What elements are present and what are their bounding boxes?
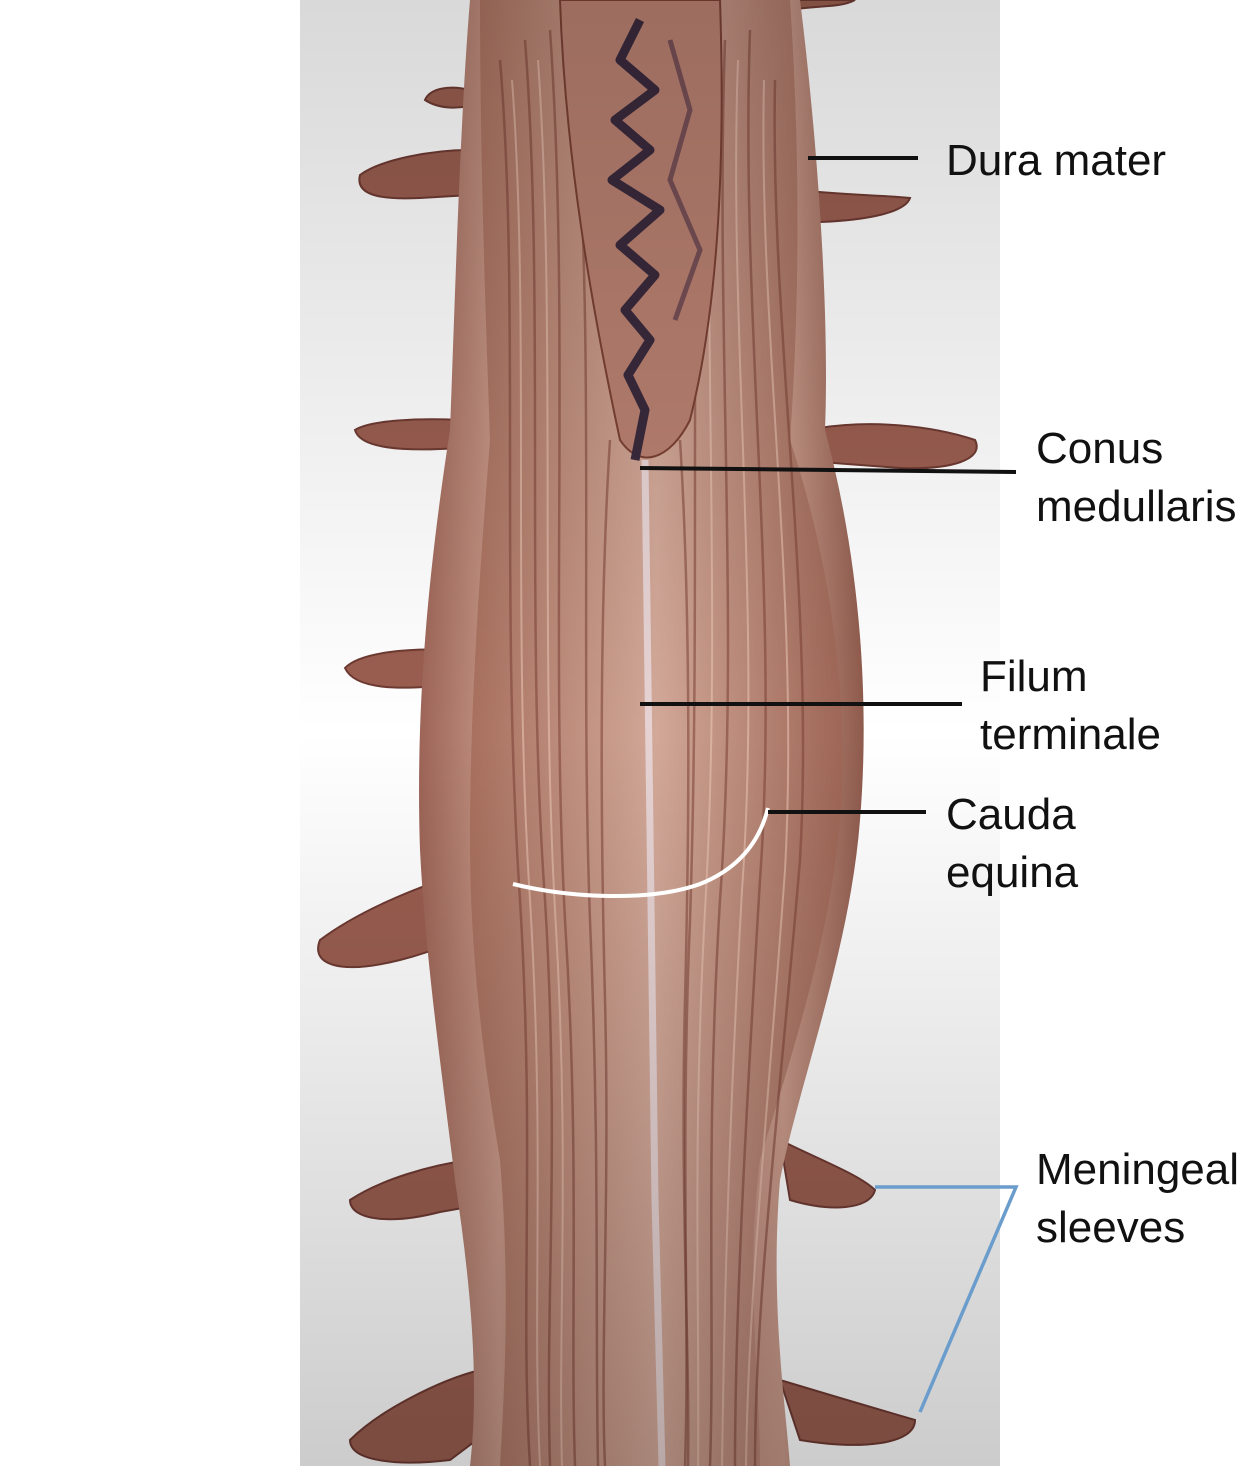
- label-dura-mater: Dura mater: [946, 132, 1166, 190]
- label-meningeal-line1: Meningeal: [1036, 1145, 1240, 1194]
- label-meningeal-line2: sleeves: [1036, 1203, 1186, 1252]
- label-meningeal-sleeves: Meningeal sleeves: [1036, 1141, 1239, 1257]
- label-cauda-line1: Cauda: [946, 790, 1076, 839]
- label-filum-terminale: Filum terminale: [980, 648, 1161, 764]
- label-dura-mater-line1: Dura mater: [946, 136, 1167, 185]
- cauda-equina-arc: [512, 807, 770, 898]
- leader-lines: [639, 156, 1017, 814]
- meningeal-sleeves-bracket: [875, 1185, 1019, 1413]
- label-filum-line1: Filum: [980, 652, 1088, 701]
- label-cauda-equina: Cauda equina: [946, 786, 1078, 902]
- label-conus-line2: medullaris: [1036, 482, 1237, 531]
- label-conus-medullaris: Conus medullaris: [1036, 420, 1237, 536]
- label-cauda-line2: equina: [946, 848, 1079, 897]
- label-conus-line1: Conus: [1036, 424, 1164, 473]
- label-filum-line2: terminale: [980, 710, 1161, 759]
